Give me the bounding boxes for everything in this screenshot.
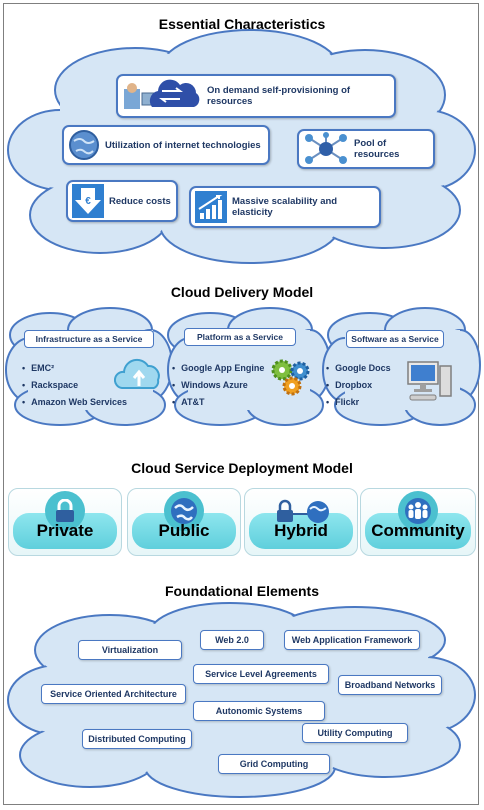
list-item: Google Docs xyxy=(326,360,391,377)
gears-icon xyxy=(271,359,310,396)
list-item: Google App Engine xyxy=(172,360,264,377)
deploy-hybrid: Hybrid xyxy=(244,488,358,556)
cloud-upload-icon xyxy=(114,358,160,389)
deploy-hybrid-label: Hybrid xyxy=(274,521,328,540)
list-item: Flickr xyxy=(326,394,391,411)
autonomic-box: Autonomic Systems xyxy=(193,701,325,721)
foundational-heading: Foundational Elements xyxy=(164,583,319,599)
iaas-list: EMC² Rackspace Amazon Web Services xyxy=(22,360,127,411)
list-item: Rackspace xyxy=(22,377,127,394)
list-item: Amazon Web Services xyxy=(22,394,127,411)
list-item: Dropbox xyxy=(326,377,391,394)
internet-box: Utilization of internet technologies xyxy=(62,125,270,165)
iaas-title: Infrastructure as a Service xyxy=(24,330,154,348)
deploy-public-label: Public xyxy=(158,521,210,540)
globe-icon xyxy=(68,129,100,161)
essential-heading: Essential Characteristics xyxy=(158,16,326,32)
lock-icon xyxy=(45,491,85,531)
deploy-public: Public xyxy=(127,488,241,556)
deploy-private: Private xyxy=(8,488,122,556)
costs-label: Reduce costs xyxy=(109,195,171,207)
delivery-heading: Cloud Delivery Model xyxy=(170,284,314,300)
desktop-computer-icon xyxy=(407,361,452,401)
grid-box: Grid Computing xyxy=(218,754,330,774)
saas-list: Google Docs Dropbox Flickr xyxy=(326,360,391,411)
network-hub-icon xyxy=(303,132,349,166)
pool-label: Pool of resources xyxy=(354,138,400,160)
broadband-box: Broadband Networks xyxy=(338,675,442,695)
svg-text:€: € xyxy=(85,196,91,207)
virtualization-box: Virtualization xyxy=(78,640,182,660)
deploy-community-label: Community xyxy=(371,521,465,540)
scalability-box: Massive scalability and elasticity xyxy=(189,186,381,228)
saas-title: Software as a Service xyxy=(346,330,444,348)
soa-box: Service Oriented Architecture xyxy=(41,684,186,704)
deploy-band xyxy=(249,513,353,549)
self-provisioning-label: On demand self-provisioning of resources xyxy=(207,85,351,107)
scalability-label: Massive scalability and elasticity xyxy=(232,196,338,218)
internet-label: Utilization of internet technologies xyxy=(105,139,261,151)
user-cloud-sync-icon xyxy=(122,79,202,113)
utility-box: Utility Computing xyxy=(302,723,408,743)
list-item: AT&T xyxy=(172,394,264,411)
diagram-frame xyxy=(3,3,479,805)
lock-globe-icon xyxy=(271,491,331,531)
growth-chart-icon xyxy=(195,191,227,223)
pool-box: Pool of resources xyxy=(297,129,435,169)
web20-box: Web 2.0 xyxy=(200,630,264,650)
costs-box: € Reduce costs xyxy=(66,180,178,222)
self-provisioning-box: On demand self-provisioning of resources xyxy=(116,74,396,118)
deploy-community: Community xyxy=(360,488,476,556)
deploy-private-label: Private xyxy=(36,521,94,540)
distributed-box: Distributed Computing xyxy=(82,729,192,749)
paas-list: Google App Engine Windows Azure AT&T xyxy=(172,360,264,411)
euro-down-arrow-icon: € xyxy=(72,184,104,218)
globe-icon xyxy=(164,491,204,531)
people-icon xyxy=(398,491,438,531)
webapp-box: Web Application Framework xyxy=(284,630,420,650)
list-item: EMC² xyxy=(22,360,127,377)
list-item: Windows Azure xyxy=(172,377,264,394)
deployment-heading: Cloud Service Deployment Model xyxy=(131,460,353,476)
paas-title: Platform as a Service xyxy=(184,328,296,346)
sla-box: Service Level Agreements xyxy=(193,664,329,684)
